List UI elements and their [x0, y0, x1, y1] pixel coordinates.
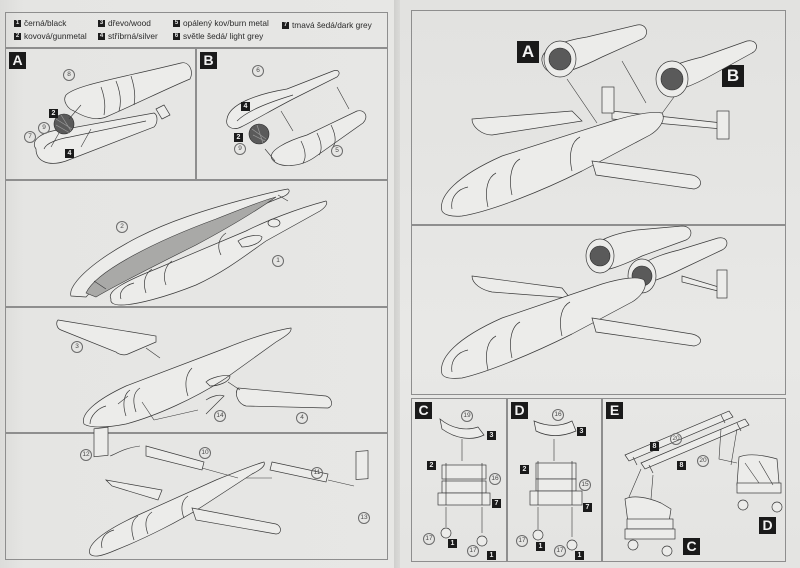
color-code-badge: 5 — [173, 19, 180, 27]
page-gutter — [394, 0, 400, 568]
fuselage-interior-shaded — [85, 196, 277, 298]
color-tag: 8 — [677, 461, 686, 470]
part-number: 10 — [199, 447, 211, 459]
engine-intake-grille — [589, 245, 611, 267]
engine-b-label: B — [722, 65, 744, 87]
part-number: 13 — [358, 512, 370, 524]
panel-e: E 20 8 20 8 C D — [602, 398, 786, 562]
part-number: 20 — [697, 455, 709, 467]
panel-fuselage: 2 1 — [5, 180, 388, 307]
panel-final-assembly: A B — [411, 10, 786, 225]
trolley-d-drawing — [529, 420, 583, 551]
color-code-badge: 4 — [98, 32, 105, 40]
wing-attachment-drawing — [56, 319, 332, 428]
trolley-d-label: D — [759, 517, 776, 534]
part-number: 9 — [38, 122, 50, 134]
color-tag: 1 — [487, 551, 496, 560]
color-code-badge: 2 — [14, 32, 21, 40]
part-number: 3 — [71, 341, 83, 353]
part-number: 9 — [234, 143, 246, 155]
part-number: 4 — [296, 412, 308, 424]
color-tag: 1 — [448, 539, 457, 548]
part-number: 8 — [63, 69, 75, 81]
legend-label: kovová/gunmetal — [24, 31, 87, 41]
color-tag: 4 — [65, 149, 74, 158]
part-number: 20 — [670, 433, 682, 445]
color-tag: 2 — [234, 133, 243, 142]
part-number: 6 — [252, 65, 264, 77]
engine-a-label: A — [517, 41, 539, 63]
legend-label: tmavá šedá/dark grey — [292, 20, 372, 30]
legend-label: opálený kov/burn metal — [183, 18, 269, 28]
panel-c: C 19 3 2 16 7 17 1 17 1 — [411, 398, 507, 562]
engine-intake-grille — [548, 47, 572, 71]
part-number: 1 — [272, 255, 284, 267]
panel-label: B — [200, 52, 217, 69]
legend-label: dřevo/wood — [108, 18, 151, 28]
part-number: 2 — [116, 221, 128, 233]
part-number: 16 — [552, 409, 564, 421]
legend-label: světle šedá/ light grey — [183, 31, 264, 41]
color-tag: 7 — [583, 503, 592, 512]
color-tag: 8 — [650, 442, 659, 451]
part-number: 12 — [80, 449, 92, 461]
part-number: 17 — [554, 545, 566, 557]
color-tag: 3 — [577, 427, 586, 436]
panel-tail: 12 10 11 13 — [5, 426, 388, 560]
part-number: 17 — [423, 533, 435, 545]
color-tag: 3 — [487, 431, 496, 440]
color-tag: 7 — [492, 499, 501, 508]
panel-label: A — [9, 52, 26, 69]
color-tag: 2 — [427, 461, 436, 470]
trolley-c-label: C — [683, 538, 700, 555]
color-tag: 1 — [575, 551, 584, 560]
panel-a: A 8 2 9 7 4 — [5, 48, 196, 180]
color-code-badge: 1 — [14, 19, 21, 27]
part-number: 14 — [214, 410, 226, 422]
part-number: 17 — [467, 545, 479, 557]
color-tag: 4 — [241, 102, 250, 111]
panel-label: D — [511, 402, 528, 419]
legend-label: stříbrná/silver — [108, 31, 158, 41]
engine-b-exploded-drawing — [226, 70, 367, 166]
color-tag: 2 — [520, 465, 529, 474]
color-tag: 1 — [536, 542, 545, 551]
color-tag: 2 — [49, 109, 58, 118]
panel-label: E — [606, 402, 623, 419]
panel-completed-model — [411, 225, 786, 395]
color-code-badge: 3 — [98, 19, 105, 27]
part-number: 5 — [331, 145, 343, 157]
engine-intake-grille — [660, 67, 684, 91]
legend-label: černá/black — [24, 18, 67, 28]
panel-d: D 16 3 2 15 7 17 1 17 1 — [507, 398, 602, 562]
part-number: 15 — [579, 479, 591, 491]
panel-label: C — [415, 402, 432, 419]
part-number: 17 — [516, 535, 528, 547]
fuselage-halves-drawing — [70, 188, 328, 306]
part-number: 16 — [489, 473, 501, 485]
panel-wings: 3 14 4 — [5, 307, 388, 433]
color-code-badge: 7 — [282, 21, 289, 29]
trolley-c-drawing — [437, 418, 491, 547]
part-number: 7 — [24, 131, 36, 143]
part-number: 19 — [461, 410, 473, 422]
engine-a-exploded-drawing — [34, 62, 192, 164]
final-assembly-drawing — [441, 24, 757, 217]
tail-attachment-drawing — [89, 426, 369, 557]
color-code-badge: 6 — [173, 32, 180, 40]
panel-b: B 6 4 2 9 5 — [196, 48, 388, 180]
completed-model-drawing — [441, 225, 728, 379]
part-number: 11 — [311, 467, 323, 479]
